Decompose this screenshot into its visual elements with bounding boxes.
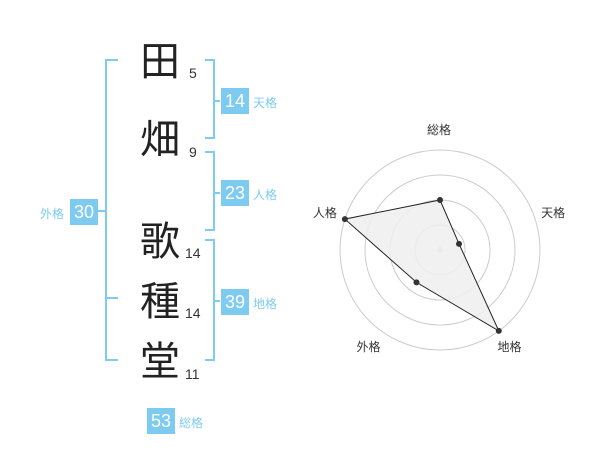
soukaku-value: 53 — [147, 408, 175, 434]
radar-axis-label-3: 地格 — [497, 340, 522, 355]
radar-grid-ring — [364, 174, 516, 326]
chikaku-value: 39 — [221, 289, 249, 315]
radar-axis-label-2: 天格 — [541, 205, 566, 220]
name-char-5: 堂 — [140, 339, 180, 385]
radar-point-3 — [495, 327, 502, 334]
radar-axis-label-1: 総格 — [427, 123, 452, 137]
name-char-2: 畑 — [140, 117, 180, 163]
stroke-count-2: 9 — [189, 144, 197, 160]
gaikaku-label: 外格 — [40, 207, 65, 221]
tenkaku-bracket — [205, 59, 215, 139]
soukaku-label: 総格 — [179, 416, 204, 430]
name-char-4: 種 — [140, 279, 180, 325]
radar-point-5 — [341, 216, 348, 223]
radar-grid-ring — [339, 149, 541, 351]
stroke-count-3: 14 — [185, 245, 201, 261]
stroke-count-1: 5 — [189, 65, 197, 81]
tenkaku-value: 14 — [221, 88, 249, 114]
jinkaku-value: 23 — [221, 180, 249, 206]
name-char-3: 歌 — [140, 219, 180, 265]
name-char-1: 田 — [140, 39, 180, 85]
radar-axis-label-5: 人格 — [312, 205, 337, 220]
jinkaku-bracket — [205, 151, 215, 231]
radar-series-polygon — [343, 199, 500, 333]
stroke-count-4: 14 — [185, 305, 201, 321]
radar-axis-label-4: 外格 — [356, 340, 381, 355]
stroke-count-5: 11 — [185, 366, 200, 382]
radar-point-2 — [456, 240, 463, 247]
radar-point-1 — [437, 197, 443, 203]
gaikaku-value: 30 — [70, 199, 98, 225]
chikaku-label: 地格 — [253, 297, 278, 311]
radar-point-4 — [413, 279, 420, 286]
tenkaku-label: 天格 — [253, 96, 278, 110]
jinkaku-label: 人格 — [253, 188, 278, 202]
